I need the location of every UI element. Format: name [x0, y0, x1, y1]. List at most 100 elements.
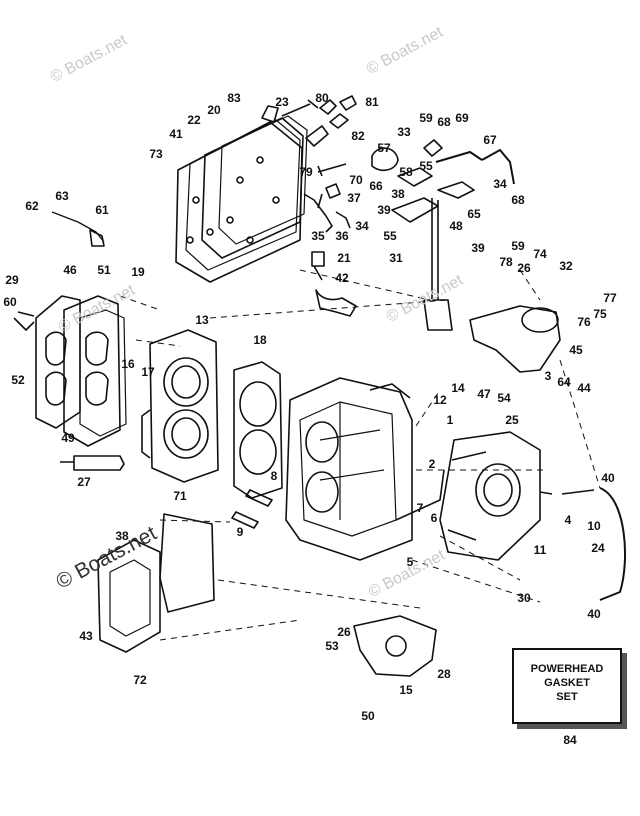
part-23: [281, 99, 319, 117]
callout: 63: [55, 189, 69, 203]
part-8: [245, 489, 273, 507]
callout: 37: [347, 191, 361, 205]
callout: 59: [419, 111, 433, 125]
callout: 26: [337, 625, 351, 639]
part-55: [391, 197, 439, 223]
callout: 25: [505, 413, 519, 427]
callout: 51: [97, 263, 111, 277]
callout: 19: [131, 265, 145, 279]
callout: 74: [533, 247, 547, 261]
callout: 42: [335, 271, 349, 285]
part-66: [371, 147, 399, 172]
callout: 28: [437, 667, 451, 681]
callout: 68: [437, 115, 451, 129]
callout: 47: [477, 387, 491, 401]
callout: 4: [564, 513, 572, 527]
callout: 49: [61, 431, 75, 445]
callout: 55: [383, 229, 397, 243]
part-61: [89, 229, 105, 247]
callout: 82: [351, 129, 365, 143]
callout: 38: [115, 529, 129, 543]
callout: 39: [471, 241, 485, 255]
callout: 13: [195, 313, 209, 327]
callout: 72: [133, 673, 147, 687]
callout: 41: [169, 127, 183, 141]
callout: 17: [141, 365, 155, 379]
callout: 71: [173, 489, 187, 503]
exhaust-cover-stack: [175, 115, 308, 283]
powerhead-gasket-set-box: POWERHEAD GASKET SET: [512, 648, 622, 724]
part-28-hole: [385, 635, 407, 657]
gasket-label-line: SET: [556, 691, 578, 703]
callout: 33: [397, 125, 411, 139]
part-42-hose: [315, 289, 357, 317]
callout: 40: [601, 471, 615, 485]
callout: 2: [428, 457, 436, 471]
callout: 60: [3, 295, 17, 309]
callout: 61: [95, 203, 109, 217]
callout: 30: [517, 591, 531, 605]
gasket-label-line: GASKET: [544, 677, 590, 689]
callout: 31: [389, 251, 403, 265]
callout: 73: [149, 147, 163, 161]
callout: 6: [430, 511, 438, 525]
head-gasket: [233, 361, 283, 499]
callout: 20: [207, 103, 221, 117]
callout: 52: [11, 373, 25, 387]
callout: 34: [355, 219, 369, 233]
callout: 44: [577, 381, 591, 395]
part-9: [231, 511, 259, 529]
callout: 38: [391, 187, 405, 201]
callout: 1: [446, 413, 454, 427]
part-31-rod: [431, 198, 439, 300]
part-34: [437, 181, 475, 199]
callout: 70: [349, 173, 363, 187]
callout: 35: [311, 229, 325, 243]
callout: 48: [449, 219, 463, 233]
callout: 3: [544, 369, 552, 383]
part-80: [319, 99, 349, 129]
part-63-wire: [51, 211, 105, 243]
gasket-label-line: POWERHEAD: [530, 663, 604, 675]
part-68: [423, 139, 443, 157]
callout: 76: [577, 315, 591, 329]
callout: 5: [406, 555, 414, 569]
callout: 55: [419, 159, 433, 173]
part-81: [339, 95, 357, 111]
callout: 26: [517, 261, 531, 275]
part-79: [305, 125, 329, 147]
callout: 46: [63, 263, 77, 277]
callout: 81: [365, 95, 379, 109]
part-58: [397, 167, 433, 187]
callout: 84: [563, 733, 577, 747]
callout: 64: [557, 375, 571, 389]
crankcase-half: [439, 431, 541, 561]
callout: 83: [227, 91, 241, 105]
callout: 14: [451, 381, 465, 395]
callout: 45: [569, 343, 583, 357]
callout: 24: [591, 541, 605, 555]
part-45-bracket: [469, 305, 561, 373]
callout: 39: [377, 203, 391, 217]
callout: 57: [377, 141, 391, 155]
part-70: [317, 163, 347, 177]
part-38-cover: [97, 539, 161, 653]
callout: 43: [79, 629, 93, 643]
callout: 18: [253, 333, 267, 347]
callout: 9: [236, 525, 244, 539]
callout: 40: [587, 607, 601, 621]
left-cover-stack: [13, 295, 127, 447]
part-31-lower: [423, 299, 453, 331]
callout: 21: [337, 251, 351, 265]
callout: 69: [455, 111, 469, 125]
callout: 62: [25, 199, 39, 213]
callout: 79: [299, 165, 313, 179]
callout: 53: [325, 639, 339, 653]
part-35-wire: [303, 193, 333, 233]
callout: 16: [121, 357, 135, 371]
callout: 67: [483, 133, 497, 147]
callout: 75: [593, 307, 607, 321]
part-37: [317, 183, 341, 209]
